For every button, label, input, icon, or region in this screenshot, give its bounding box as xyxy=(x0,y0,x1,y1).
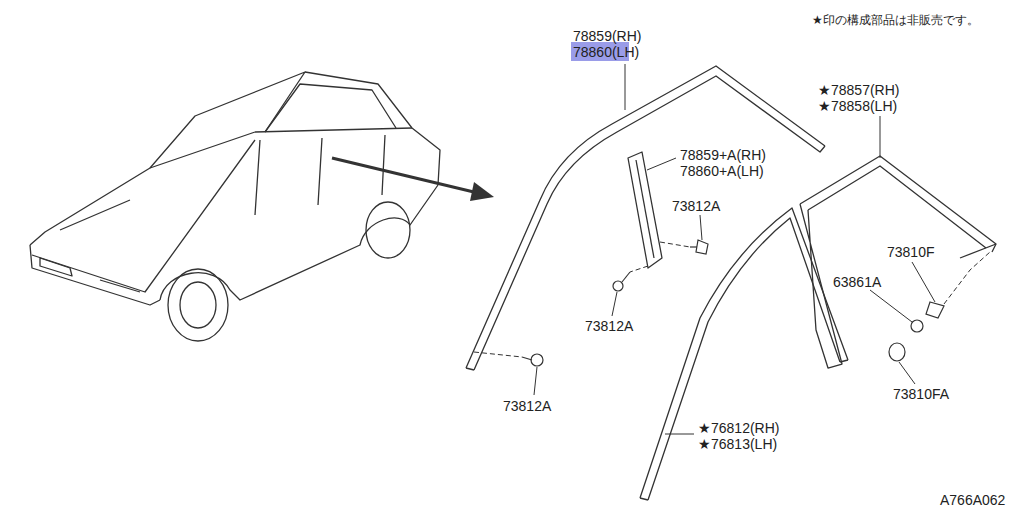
part-number: ★76813(LH) xyxy=(698,436,777,452)
fasteners xyxy=(522,240,944,366)
part-number: 73810F xyxy=(887,244,934,260)
part-number: ★76812(RH) xyxy=(698,420,779,436)
part-number: A766A062 xyxy=(940,492,1005,508)
part-number: 78859(RH) xyxy=(573,28,641,44)
note-text: ★印の構成部品は非販売です。 xyxy=(812,12,979,28)
car-illustration xyxy=(30,72,440,341)
part-number: 78860(LH) xyxy=(573,44,639,60)
assembly-lines xyxy=(474,242,990,357)
pointer-arrowhead xyxy=(470,182,494,201)
part-number: 63861A xyxy=(833,274,881,290)
part-number: ★78857(RH) xyxy=(818,82,899,98)
moldings xyxy=(466,66,996,500)
pointer-arrow xyxy=(332,158,478,193)
part-number: 73810FA xyxy=(893,386,949,402)
part-number: ★78858(LH) xyxy=(818,98,897,114)
part-number: 78859+A(RH) xyxy=(680,147,766,163)
part-number: 78860+A(LH) xyxy=(680,163,764,179)
leader-lines xyxy=(534,64,935,434)
part-number: 73812A xyxy=(503,398,551,414)
part-number: 73812A xyxy=(585,318,633,334)
part-number: 73812A xyxy=(672,198,720,214)
